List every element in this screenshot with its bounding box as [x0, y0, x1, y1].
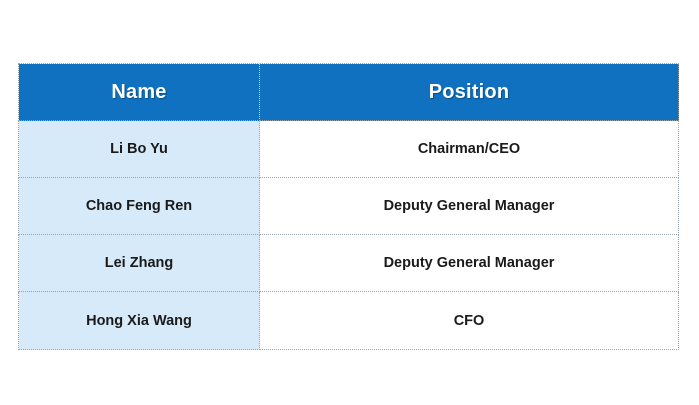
- cell-name: Hong Xia Wang: [18, 291, 260, 350]
- leadership-table-container: Name Position Li Bo Yu Chairman/CEO Chao…: [18, 63, 679, 350]
- table-body: Li Bo Yu Chairman/CEO Chao Feng Ren Depu…: [18, 120, 679, 350]
- cell-name: Chao Feng Ren: [18, 177, 260, 235]
- cell-position: Deputy General Manager: [259, 234, 679, 292]
- cell-name: Lei Zhang: [18, 234, 260, 292]
- table-row: Hong Xia Wang CFO: [18, 291, 679, 350]
- column-header-position[interactable]: Position: [259, 63, 679, 121]
- table-row: Li Bo Yu Chairman/CEO: [18, 120, 679, 178]
- cell-position: CFO: [259, 291, 679, 350]
- cell-position: Deputy General Manager: [259, 177, 679, 235]
- table-row: Lei Zhang Deputy General Manager: [18, 234, 679, 292]
- column-header-name[interactable]: Name: [18, 63, 260, 121]
- cell-name: Li Bo Yu: [18, 120, 260, 178]
- leadership-table: Name Position Li Bo Yu Chairman/CEO Chao…: [18, 63, 679, 350]
- cell-position: Chairman/CEO: [259, 120, 679, 178]
- table-header: Name Position: [18, 63, 679, 121]
- table-row: Chao Feng Ren Deputy General Manager: [18, 177, 679, 235]
- table-header-row: Name Position: [18, 63, 679, 121]
